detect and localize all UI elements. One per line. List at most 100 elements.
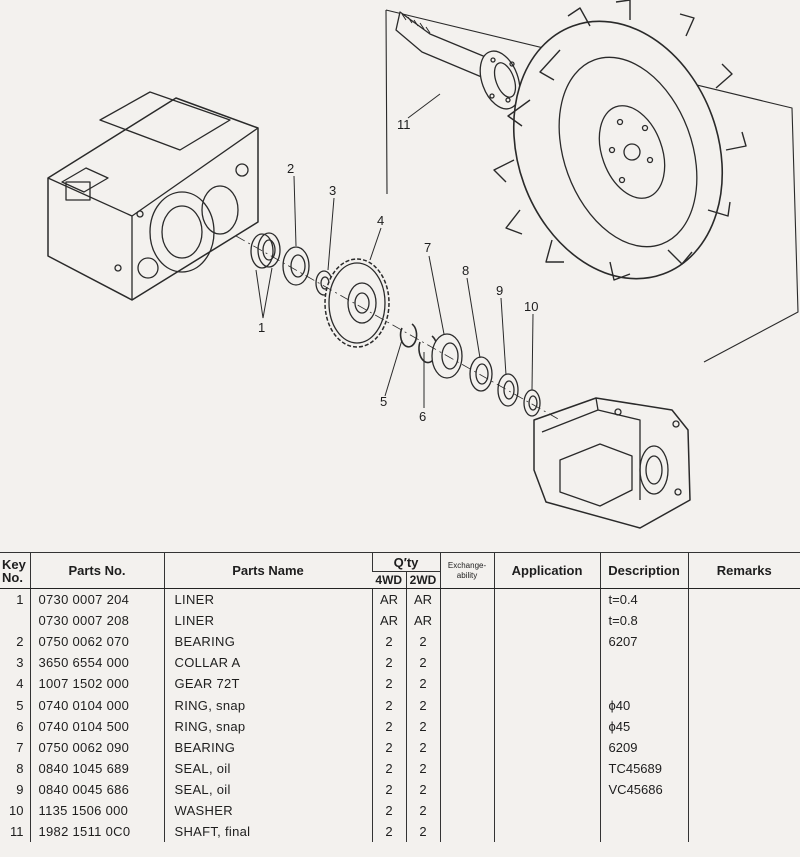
- cell-exchangeability: [439, 631, 495, 653]
- exploded-parts-diagram: 1 2 3 4 5 6 7 8 9 10 11: [47, 0, 799, 529]
- cell-exchangeability: [439, 821, 495, 843]
- callout-8: 8: [462, 263, 469, 278]
- header-key-no: Key No.: [0, 552, 30, 589]
- cell-exchangeability: [439, 652, 495, 674]
- cell-parts-name: SHAFT, final: [163, 821, 372, 843]
- cell-parts-no: 0730 0007 204: [29, 588, 164, 611]
- header-parts-no: Parts No.: [29, 552, 164, 589]
- cell-remarks: [687, 821, 800, 843]
- cell-key-no: 6: [16, 718, 24, 734]
- cell-qty-4wd: 2: [371, 631, 406, 653]
- cell-description: [599, 673, 689, 695]
- header-application: Application: [493, 552, 601, 589]
- cell-qty-2wd: AR: [405, 610, 441, 632]
- cell-qty-4wd: 2: [371, 757, 406, 779]
- part-8-oil-seal-drawing: [469, 356, 493, 392]
- cell-application: [493, 715, 601, 737]
- cell-qty-4wd: AR: [371, 610, 406, 632]
- header-exchangeability: Exchange-ability: [439, 552, 495, 589]
- cell-qty-2wd: 2: [405, 778, 441, 800]
- part-2-bearing-drawing: [282, 246, 310, 286]
- cell-remarks: [687, 757, 800, 779]
- cell-qty-4wd: 2: [371, 778, 406, 800]
- cell-description: t=0.8: [599, 610, 689, 632]
- cell-key-no: 7: [16, 739, 24, 755]
- cell-remarks: [687, 631, 800, 653]
- cell-remarks: [687, 673, 800, 695]
- cell-exchangeability: [439, 673, 495, 695]
- cell-qty-2wd: 2: [405, 821, 441, 843]
- callout-6: 6: [419, 409, 426, 424]
- cell-parts-no: 1007 1502 000: [29, 673, 164, 695]
- callout-11: 11: [397, 117, 411, 132]
- cell-key-no: 9: [16, 781, 24, 797]
- cell-qty-2wd: AR: [405, 588, 441, 611]
- center-axis-line: [235, 235, 561, 421]
- cell-parts-no: 0740 0104 000: [29, 694, 164, 716]
- cell-qty-2wd: 2: [405, 736, 441, 758]
- cell-qty-2wd: 2: [405, 694, 441, 716]
- cell-description: TC45689: [599, 757, 689, 779]
- cell-exchangeability: [439, 736, 495, 758]
- cell-application: [493, 652, 601, 674]
- cell-remarks: [687, 778, 800, 800]
- cell-remarks: [687, 799, 800, 822]
- cell-application: [493, 673, 601, 695]
- cell-exchangeability: [439, 694, 495, 716]
- cell-key-no: 3: [16, 655, 24, 671]
- cell-qty-4wd: 2: [371, 736, 406, 758]
- part-10-washer-drawing: [523, 389, 541, 417]
- gear-case-right-drawing: [533, 397, 691, 529]
- cell-parts-no: 0730 0007 208: [29, 610, 164, 632]
- cell-application: [493, 757, 601, 779]
- callout-1: 1: [258, 320, 265, 335]
- cell-qty-4wd: 2: [371, 673, 406, 695]
- cell-description: [599, 799, 689, 822]
- callout-7: 7: [424, 240, 431, 255]
- cell-parts-name: GEAR 72T: [163, 673, 372, 695]
- cell-parts-name: COLLAR A: [163, 652, 372, 674]
- part-4-gear-drawing: [324, 258, 390, 348]
- cell-description: ϕ45: [599, 715, 689, 737]
- cell-remarks: [687, 652, 800, 674]
- cell-parts-no: 0740 0104 500: [29, 715, 164, 737]
- cell-qty-2wd: 2: [405, 715, 441, 737]
- cell-description: t=0.4: [599, 588, 689, 611]
- cell-parts-no: 0840 1045 689: [29, 757, 164, 779]
- callout-3: 3: [329, 183, 336, 198]
- cell-application: [493, 610, 601, 632]
- cell-parts-name: WASHER: [163, 799, 372, 822]
- cell-key-no: 4: [16, 676, 24, 692]
- cell-key-no: 1: [16, 592, 24, 608]
- table-header-row: Key No. Parts No. Parts Name Q′ty Exchan…: [0, 552, 800, 589]
- tire-drawing: [493, 0, 747, 281]
- callout-labels: 1 2 3 4 5 6 7 8 9 10 11: [258, 117, 538, 424]
- callout-2: 2: [287, 161, 294, 176]
- cell-application: [493, 631, 601, 653]
- leader-lines: [255, 93, 534, 408]
- cell-description: [599, 652, 689, 674]
- cell-exchangeability: [439, 799, 495, 822]
- cell-key-no: 8: [16, 760, 24, 776]
- cell-remarks: [687, 736, 800, 758]
- cell-qty-2wd: 2: [405, 757, 441, 779]
- header-remarks: Remarks: [687, 552, 800, 589]
- cell-qty-2wd: 2: [405, 631, 441, 653]
- cell-parts-no: 0750 0062 090: [29, 736, 164, 758]
- cell-parts-name: BEARING: [163, 631, 372, 653]
- cell-parts-name: LINER: [163, 610, 372, 632]
- part-5-snap-ring-drawing: [399, 323, 418, 348]
- cell-key-no: 5: [16, 697, 24, 713]
- cell-parts-name: RING, snap: [163, 715, 372, 737]
- cell-application: [493, 694, 601, 716]
- cell-parts-name: SEAL, oil: [163, 757, 372, 779]
